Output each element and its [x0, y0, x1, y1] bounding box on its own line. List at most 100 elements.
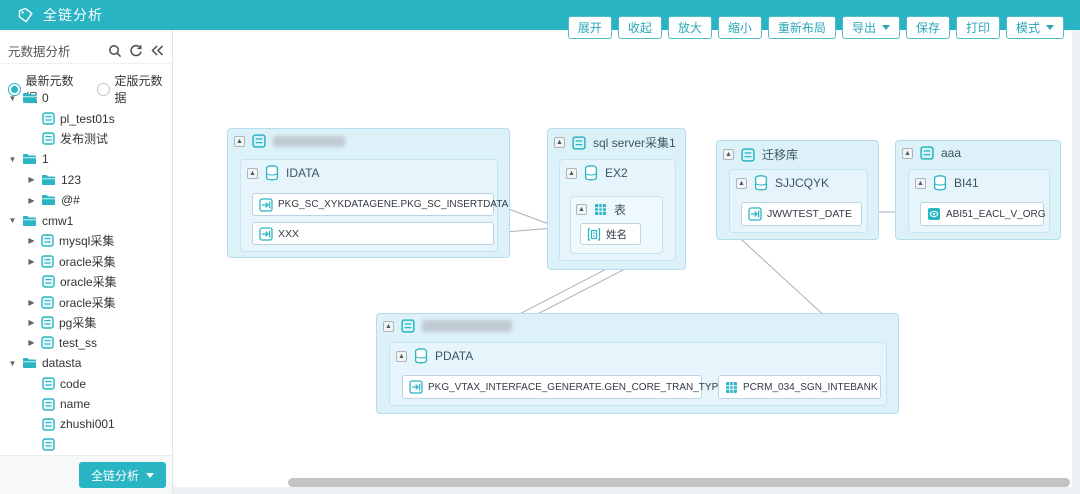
tree-item-folder-datasta[interactable]: ▼datasta	[8, 356, 82, 371]
metadata-tree: ▼0 pl_test01s 发布测试 ▼1 ▶123 ▶@# ▼cmw1 ▶my…	[0, 88, 172, 485]
tree-item-folder-123[interactable]: ▶123	[28, 172, 82, 187]
node-pkg-vtax-gen-core-tran-type[interactable]: PKG_VTAX_INTERFACE_GENERATE.GEN_CORE_TRA…	[402, 375, 725, 399]
tree-item-folder-0[interactable]: ▼0	[8, 91, 49, 106]
doc-icon	[41, 255, 54, 268]
group-title: sql server采集1	[593, 136, 676, 150]
search-icon[interactable]	[108, 44, 122, 58]
doc-icon	[41, 295, 54, 309]
expand-button[interactable]: 展开	[567, 16, 612, 39]
caret-right-icon[interactable]: ▶	[28, 256, 35, 266]
collapse-node-icon[interactable]: ▲	[723, 149, 734, 160]
db-group-title: PDATA	[435, 349, 474, 363]
radio-versioned-metadata[interactable]: 定版元数据	[97, 72, 172, 106]
collapse-node-icon[interactable]: ▲	[396, 350, 407, 362]
collapse-node-icon[interactable]: ▲	[915, 177, 926, 189]
tree-item-name[interactable]: name	[0, 394, 172, 414]
tree-item-zhushi001[interactable]: zhushi001	[0, 414, 172, 434]
redacted-group-title	[273, 135, 345, 147]
group-qianyiku[interactable]: ▲ 迁移库 ▲ SJJCQYK JWWTEST_DATE	[716, 140, 879, 240]
group-aaa[interactable]: ▲ aaa ▲ BI41 ABI51_EACL_V_ORG	[895, 140, 1061, 240]
procedure-icon	[259, 226, 273, 241]
caret-down-icon[interactable]: ▼	[8, 154, 17, 164]
collapse-node-icon[interactable]: ▲	[902, 147, 913, 159]
tree-item-test-ss[interactable]: ▶test_ss	[28, 335, 98, 350]
save-button[interactable]: 保存	[905, 16, 950, 39]
caret-down-icon[interactable]: ▼	[8, 216, 17, 226]
table-group-biao[interactable]: ▲ 表 姓名	[570, 196, 663, 254]
collapse-button[interactable]: 收起	[617, 16, 662, 39]
tree-item-oracle-3[interactable]: ▶oracle采集	[28, 295, 116, 310]
app-header: 全链分析	[0, 0, 1080, 30]
group-redacted-1[interactable]: ▲ ▲ IDATA PKG_SC_XYKDATAGENE.PKG_SC_INSE…	[227, 128, 510, 258]
collapse-node-icon[interactable]: ▲	[576, 204, 587, 215]
group-sqlserver[interactable]: ▲ sql server采集1 ▲ EX2 ▲ 表 姓名	[547, 128, 686, 270]
db-group-idata[interactable]: ▲ IDATA PKG_SC_XYKDATAGENE.PKG_SC_INSERT…	[240, 159, 508, 252]
tree-item-mysql[interactable]: ▶mysql采集	[28, 234, 115, 249]
collapse-panel-icon[interactable]	[150, 44, 165, 57]
tree-item-pl-test01s[interactable]: pl_test01s	[0, 108, 172, 128]
horizontal-scrollbar[interactable]	[288, 478, 1070, 487]
node-abi51-eacl-v-org[interactable]: ABI51_EACL_V_ORG	[920, 202, 1046, 226]
collapse-node-icon[interactable]: ▲	[566, 167, 577, 179]
collapse-node-icon[interactable]: ▲	[234, 135, 245, 147]
db-group-sjjcqyk[interactable]: ▲ SJJCQYK JWWTEST_DATE	[729, 169, 868, 233]
canvas-toolbar: 展开 收起 放大 缩小 重新布局 导出 保存 打印 模式	[567, 16, 1064, 39]
db-group-ex2[interactable]: ▲ EX2 ▲ 表 姓名	[559, 159, 676, 261]
node-xingming[interactable]: 姓名	[580, 223, 641, 245]
folder-icon	[23, 358, 36, 369]
caret-right-icon[interactable]: ▶	[28, 175, 35, 185]
db-group-bi41[interactable]: ▲ BI41 ABI51_EACL_V_ORG	[908, 169, 1050, 233]
caret-right-icon[interactable]: ▶	[28, 195, 35, 205]
page-title: 全链分析	[43, 7, 103, 23]
tree-item-oracle-2[interactable]: oracle采集	[0, 272, 172, 292]
node-pcrm-034-sgn-intebank[interactable]: PCRM_034_SGN_INTEBANK	[718, 375, 881, 399]
column-icon	[587, 227, 601, 241]
group-redacted-2[interactable]: ▲ ▲ PDATA PKG_VTAX_INTERFACE_GENERATE.GE…	[376, 313, 899, 414]
tree-item-publish-test[interactable]: 发布测试	[0, 129, 172, 149]
tree-item-folder-1[interactable]: ▼1	[8, 152, 49, 167]
export-dropdown-button[interactable]: 导出	[841, 16, 900, 39]
sidebar-footer: 全链分析	[0, 455, 172, 494]
caret-down-icon[interactable]: ▼	[8, 93, 17, 103]
doc-icon	[42, 132, 55, 146]
table-group-title: 表	[614, 203, 627, 217]
node-jwwtest-date[interactable]: JWWTEST_DATE	[741, 202, 862, 226]
database-icon	[265, 165, 279, 181]
zoom-in-button[interactable]: 放大	[667, 16, 712, 39]
node-pkg-sc-insertdata[interactable]: PKG_SC_XYKDATAGENE.PKG_SC_INSERTDATA	[252, 193, 508, 216]
chain-analysis-button[interactable]: 全链分析	[78, 462, 166, 488]
refresh-icon[interactable]	[129, 44, 143, 58]
caret-right-icon[interactable]: ▶	[28, 317, 35, 327]
zoom-out-button[interactable]: 缩小	[717, 16, 762, 39]
database-icon	[754, 175, 768, 191]
caret-right-icon[interactable]: ▶	[28, 236, 35, 246]
collapse-node-icon[interactable]: ▲	[247, 167, 258, 179]
doc-icon	[42, 438, 55, 452]
folder-icon	[42, 174, 55, 185]
collapse-node-icon[interactable]: ▲	[736, 177, 747, 189]
mode-dropdown-button[interactable]: 模式	[1005, 16, 1064, 39]
tree-item-oracle-1[interactable]: ▶oracle采集	[28, 254, 116, 269]
table-icon	[595, 204, 606, 215]
db-group-title: IDATA	[286, 166, 320, 180]
folder-icon	[23, 93, 36, 104]
folder-icon	[42, 195, 55, 206]
relayout-button[interactable]: 重新布局	[767, 16, 836, 39]
tree-item-pg[interactable]: ▶pg采集	[28, 315, 97, 330]
procedure-icon	[748, 207, 762, 221]
caret-down-icon[interactable]: ▼	[8, 358, 17, 368]
tag-icon	[18, 7, 33, 22]
tree-item-partial[interactable]	[0, 435, 172, 455]
caret-right-icon[interactable]: ▶	[28, 338, 35, 348]
db-group-title: SJJCQYK	[775, 176, 830, 190]
print-button[interactable]: 打印	[955, 16, 1000, 39]
tree-item-folder-at[interactable]: ▶@#	[28, 193, 80, 208]
collapse-node-icon[interactable]: ▲	[554, 137, 565, 148]
db-group-pdata[interactable]: ▲ PDATA PKG_VTAX_INTERFACE_GENERATE.GEN_…	[389, 342, 887, 406]
caret-right-icon[interactable]: ▶	[28, 297, 35, 307]
collapse-node-icon[interactable]: ▲	[383, 320, 394, 332]
tree-item-code[interactable]: code	[0, 373, 172, 393]
node-xxx[interactable]: XXX	[252, 222, 494, 245]
doc-icon	[41, 234, 54, 248]
tree-item-folder-cmw1[interactable]: ▼cmw1	[8, 213, 74, 228]
